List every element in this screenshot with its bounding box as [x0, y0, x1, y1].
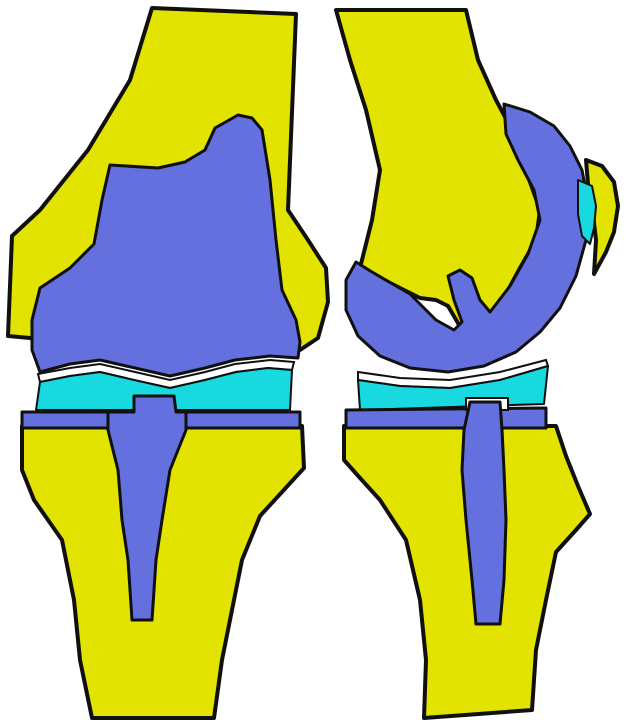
lateral-tibial-tray: [346, 408, 546, 428]
frontal-view: [8, 8, 328, 718]
lateral-view: [336, 10, 618, 718]
lateral-patellar-button: [578, 180, 596, 244]
